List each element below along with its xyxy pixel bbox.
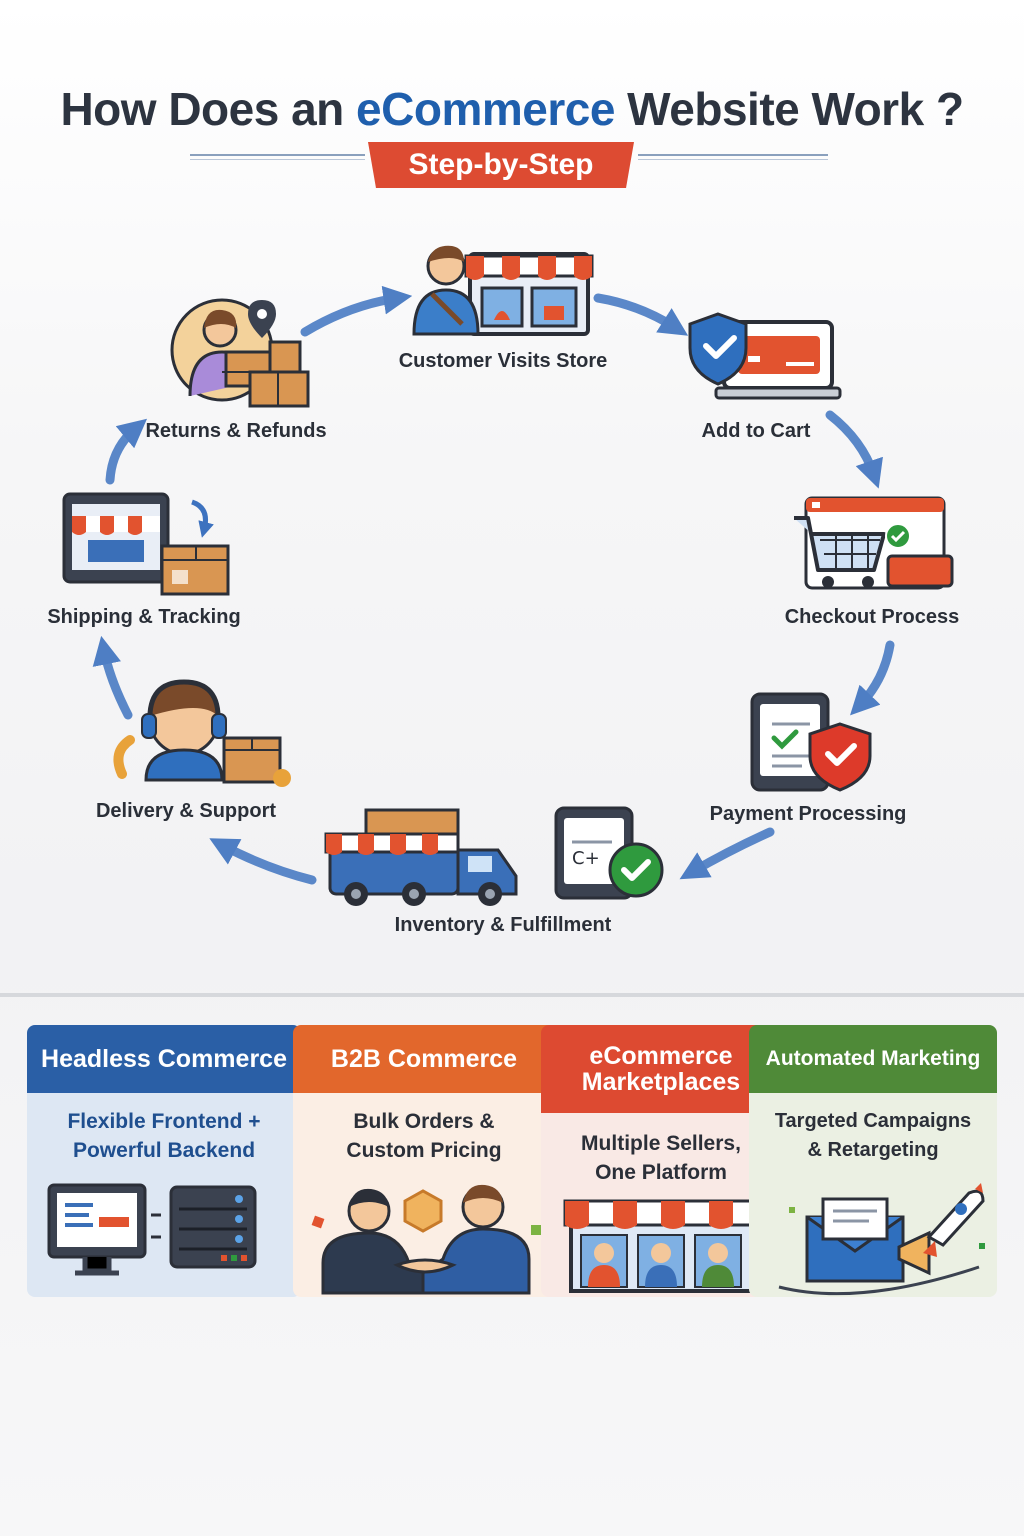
card-title: eCommerce Marketplaces xyxy=(541,1025,781,1113)
rule-right xyxy=(638,154,828,160)
shopping-cart-icon xyxy=(794,496,954,590)
returns-boxes-icon xyxy=(170,298,310,408)
arrow-visit-to-cart xyxy=(593,293,689,336)
arrow-payment-to-inventory xyxy=(679,827,775,880)
payment-check-icon xyxy=(750,692,872,792)
monitor-server-icon xyxy=(47,1183,257,1276)
title-suffix: Website Work ? xyxy=(614,83,964,135)
marketplace-storefront-icon xyxy=(563,1199,759,1293)
card-subtitle-line-1: Flexible Frontend + xyxy=(67,1110,261,1133)
step-label-add-to-cart: Add to Cart xyxy=(701,420,811,442)
card-subtitle-line-2: Powerful Backend xyxy=(72,1139,256,1162)
storefront-icon xyxy=(412,245,594,336)
step-label-checkout: Checkout Process xyxy=(784,606,960,628)
card-automated-marketing: Automated Marketing Targeted Campaigns &… xyxy=(749,1025,997,1297)
step-label-delivery: Delivery & Support xyxy=(95,800,277,822)
delivery-truck-icon xyxy=(324,808,518,906)
shield-card-icon xyxy=(688,312,842,400)
page-title: How Does an eCommerce Website Work ? xyxy=(0,82,1024,136)
card-subtitle: Targeted Campaigns & Retargeting xyxy=(749,1107,997,1165)
step-label-payment: Payment Processing xyxy=(709,803,907,825)
card-subtitle-line-1: Targeted Campaigns xyxy=(774,1110,972,1132)
card-subtitle: Multiple Sellers, One Platform xyxy=(541,1129,781,1187)
support-agent-icon xyxy=(113,679,291,787)
rule-left xyxy=(190,154,365,160)
card-body: Bulk Orders & Custom Pricing xyxy=(293,1093,555,1297)
flow-arrows: C+ xyxy=(62,245,954,906)
title-prefix: How Does an xyxy=(60,83,357,135)
svg-text:C+: C+ xyxy=(572,848,600,869)
card-subtitle: Bulk Orders & Custom Pricing xyxy=(293,1107,555,1165)
card-body: Multiple Sellers, One Platform xyxy=(541,1113,781,1297)
step-label-inventory: Inventory & Fulfillment xyxy=(394,914,612,936)
subtitle-banner: Step-by-Step xyxy=(0,142,1024,190)
card-subtitle-line-1: Bulk Orders & xyxy=(353,1110,495,1133)
card-subtitle-line-2: & Retargeting xyxy=(807,1139,939,1161)
arrow-inventory-to-delivery xyxy=(209,838,317,885)
process-cycle: C+ xyxy=(0,200,1024,990)
card-title-line-1: eCommerce xyxy=(589,1041,733,1070)
card-subtitle-line-2: One Platform xyxy=(595,1161,727,1184)
card-ecommerce-marketplaces: eCommerce Marketplaces Multiple Sellers,… xyxy=(541,1025,781,1297)
step-label-visit: Customer Visits Store xyxy=(398,350,608,372)
online-store-box-icon xyxy=(62,492,230,596)
card-subtitle-line-1: Multiple Sellers, xyxy=(581,1132,741,1155)
card-title: Headless Commerce xyxy=(27,1025,301,1093)
step-label-returns: Returns & Refunds xyxy=(145,420,327,442)
arrow-returns-to-visit xyxy=(300,285,413,337)
arrow-delivery-to-shipping xyxy=(92,635,133,720)
card-title: Automated Marketing xyxy=(749,1025,997,1093)
step-by-step-ribbon: Step-by-Step xyxy=(368,142,634,188)
card-title-line-2: Marketplaces xyxy=(581,1068,741,1096)
arrow-shipping-to-returns xyxy=(105,418,148,485)
arrow-checkout-to-payment xyxy=(850,640,895,716)
card-subtitle-line-2: Custom Pricing xyxy=(346,1139,502,1162)
step-label-shipping: Shipping & Tracking xyxy=(47,606,241,628)
card-subtitle: Flexible Frontend + Powerful Backend xyxy=(27,1107,301,1165)
section-divider xyxy=(0,993,1024,997)
card-title: B2B Commerce xyxy=(293,1025,555,1093)
card-headless-commerce: Headless Commerce Flexible Frontend + Po… xyxy=(27,1025,301,1297)
feature-cards: Headless Commerce Flexible Frontend + Po… xyxy=(27,1025,997,1297)
email-rocket-icon xyxy=(778,1183,985,1296)
card-b2b-commerce: B2B Commerce Bulk Orders & Custom Pricin… xyxy=(293,1025,555,1297)
card-body: Targeted Campaigns & Retargeting xyxy=(749,1093,997,1297)
order-tablet-icon: C+ xyxy=(554,806,664,900)
handshake-icon xyxy=(311,1184,541,1295)
card-body: Flexible Frontend + Powerful Backend xyxy=(27,1093,301,1297)
arrow-cart-to-checkout xyxy=(825,410,883,489)
title-accent: eCommerce xyxy=(356,83,615,135)
